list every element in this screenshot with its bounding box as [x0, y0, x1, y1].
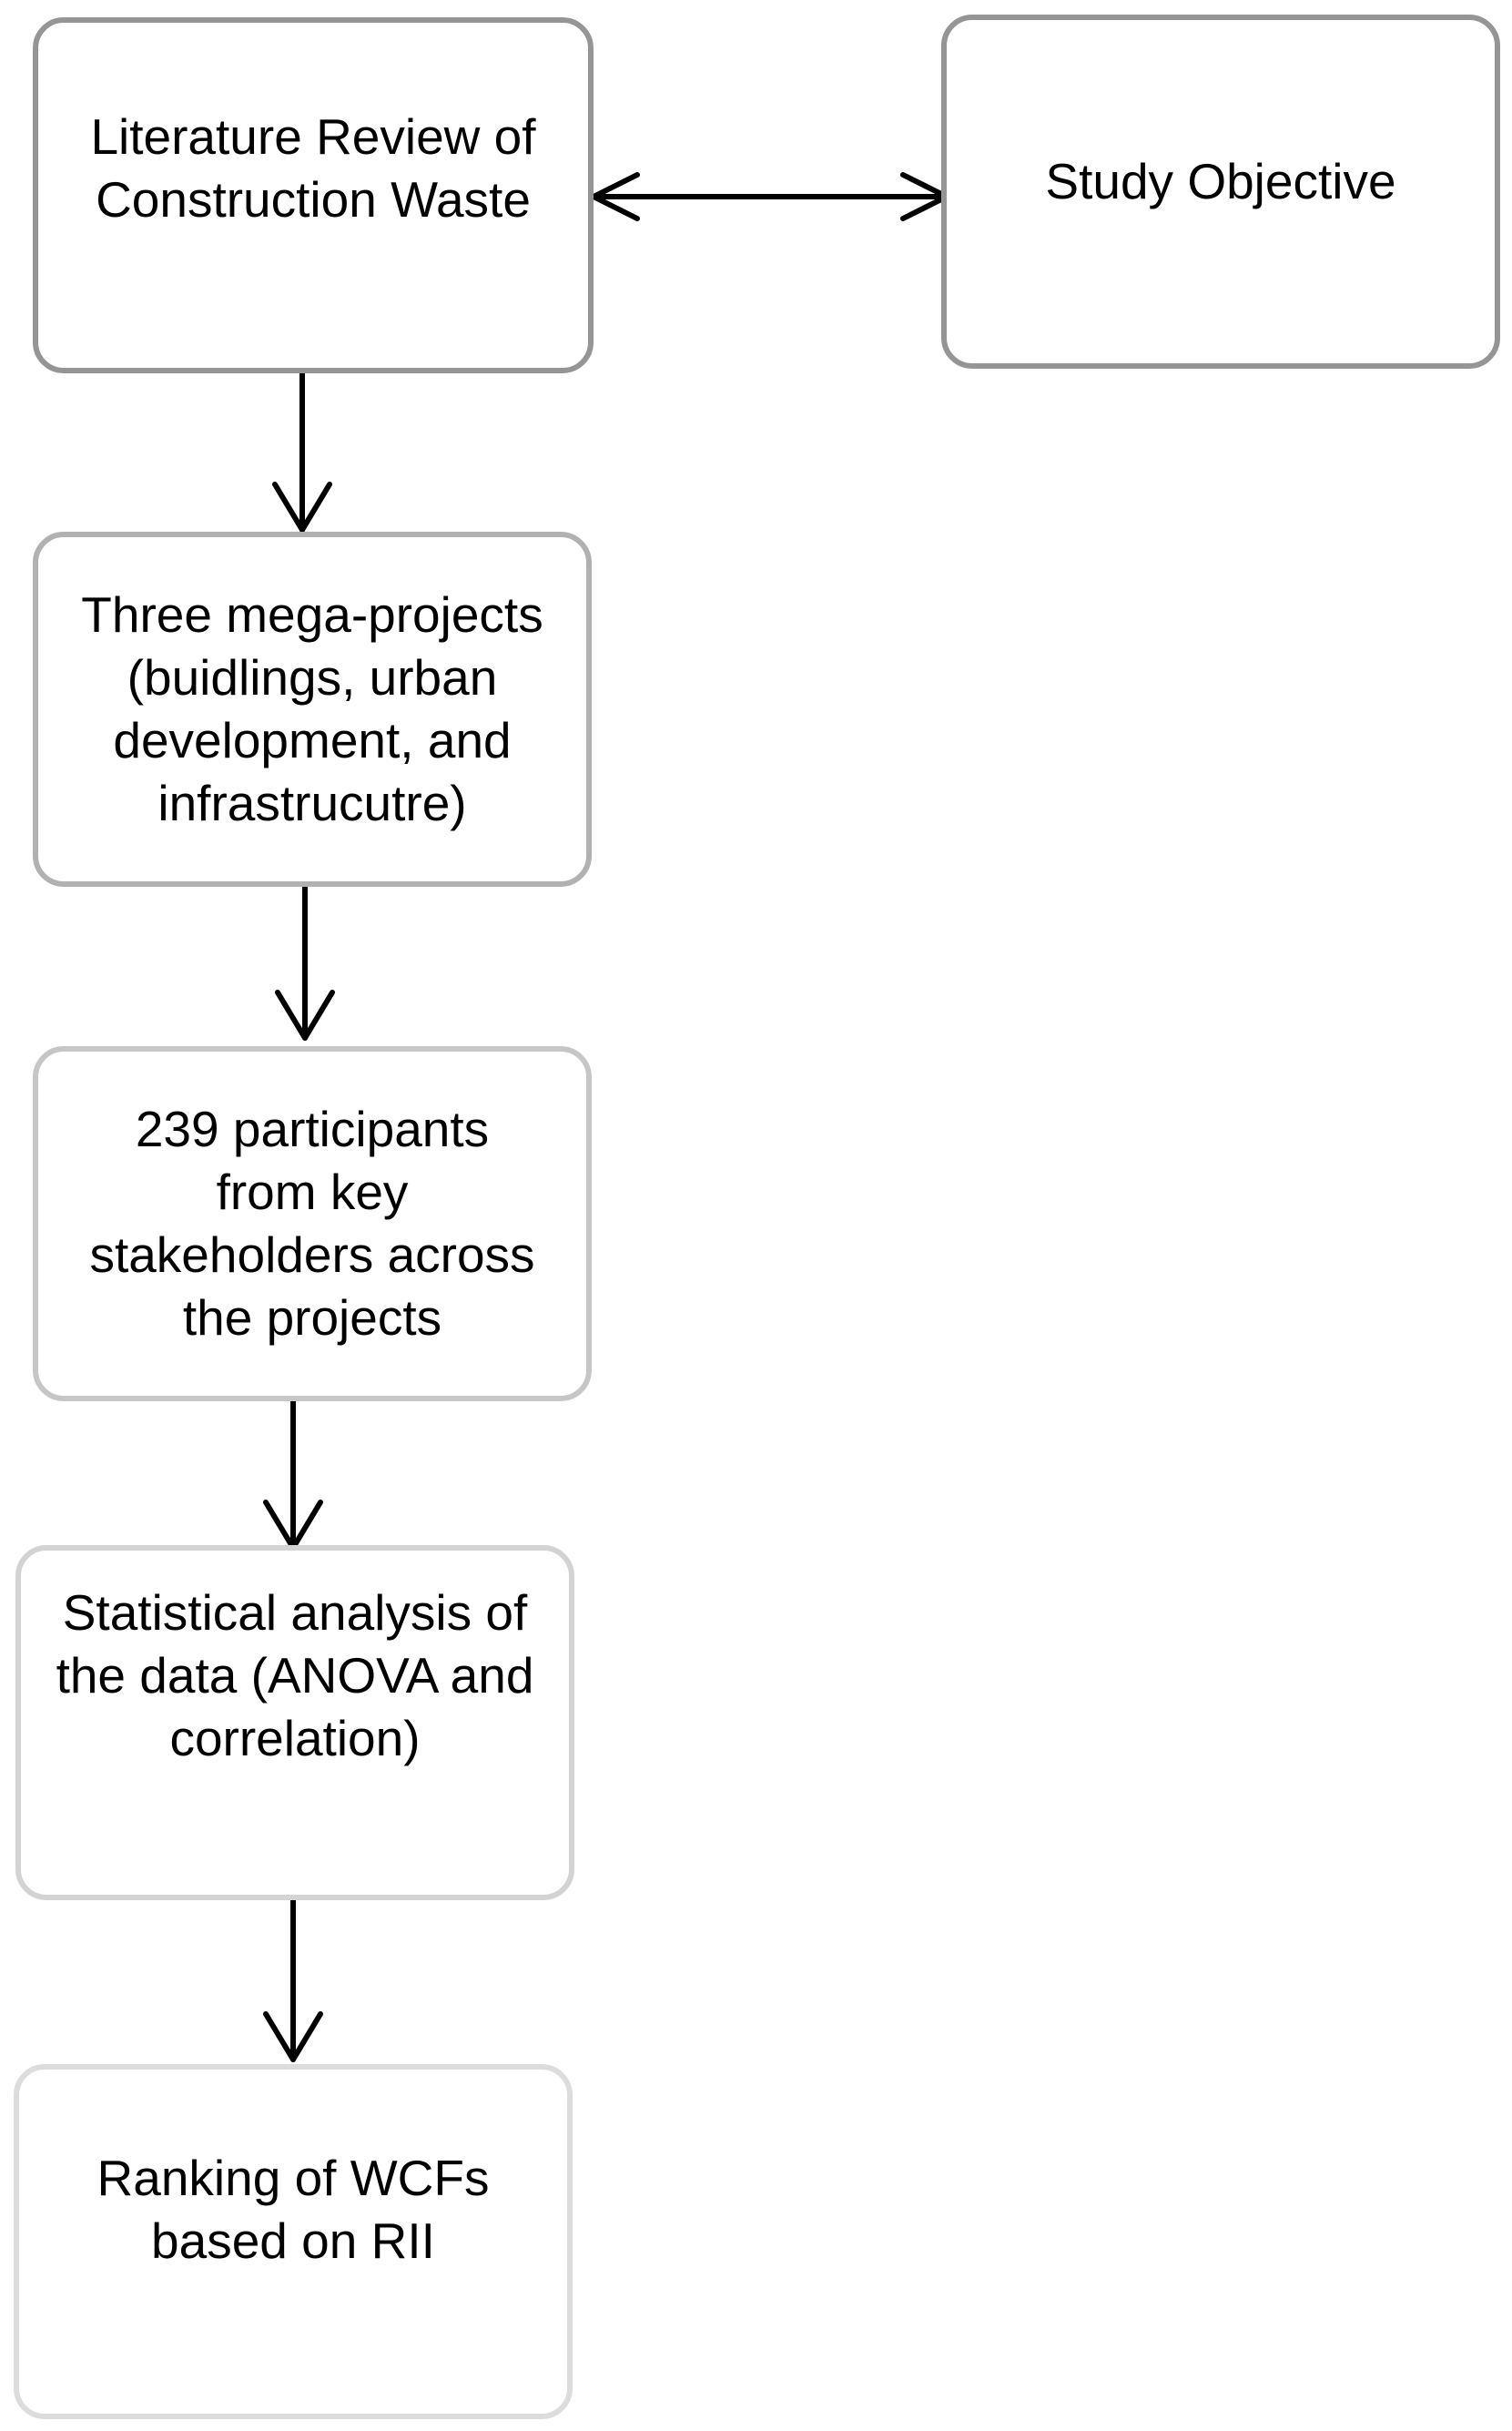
- node-label: Statistical analysis of the data (ANOVA …: [56, 1583, 534, 1766]
- node-mega-projects: Three mega-projects (buidlings, urban de…: [33, 532, 592, 887]
- node-label: Three mega-projects (buidlings, urban de…: [81, 586, 543, 831]
- node-literature-review: Literature Review of Construction Waste: [33, 17, 594, 373]
- node-ranking: Ranking of WCFs based on RII: [14, 2064, 573, 2419]
- node-label: Ranking of WCFs based on RII: [96, 2150, 490, 2269]
- edge-mega-projects-participants: [275, 884, 335, 1041]
- edge-participants-statistical-analysis: [263, 1399, 323, 1551]
- node-label: 239 participants from key stakeholders a…: [89, 1101, 535, 1346]
- edge-literature-review-mega-projects: [272, 371, 332, 533]
- node-participants: 239 participants from key stakeholders a…: [33, 1046, 592, 1401]
- node-statistical-analysis: Statistical analysis of the data (ANOVA …: [15, 1545, 574, 1900]
- edge-literature-review-study-objective: [591, 172, 949, 221]
- edge-statistical-analysis-ranking: [263, 1897, 323, 2062]
- node-label: Literature Review of Construction Waste: [90, 107, 536, 228]
- node-label: Study Objective: [1045, 153, 1396, 209]
- node-study-objective: Study Objective: [941, 15, 1500, 369]
